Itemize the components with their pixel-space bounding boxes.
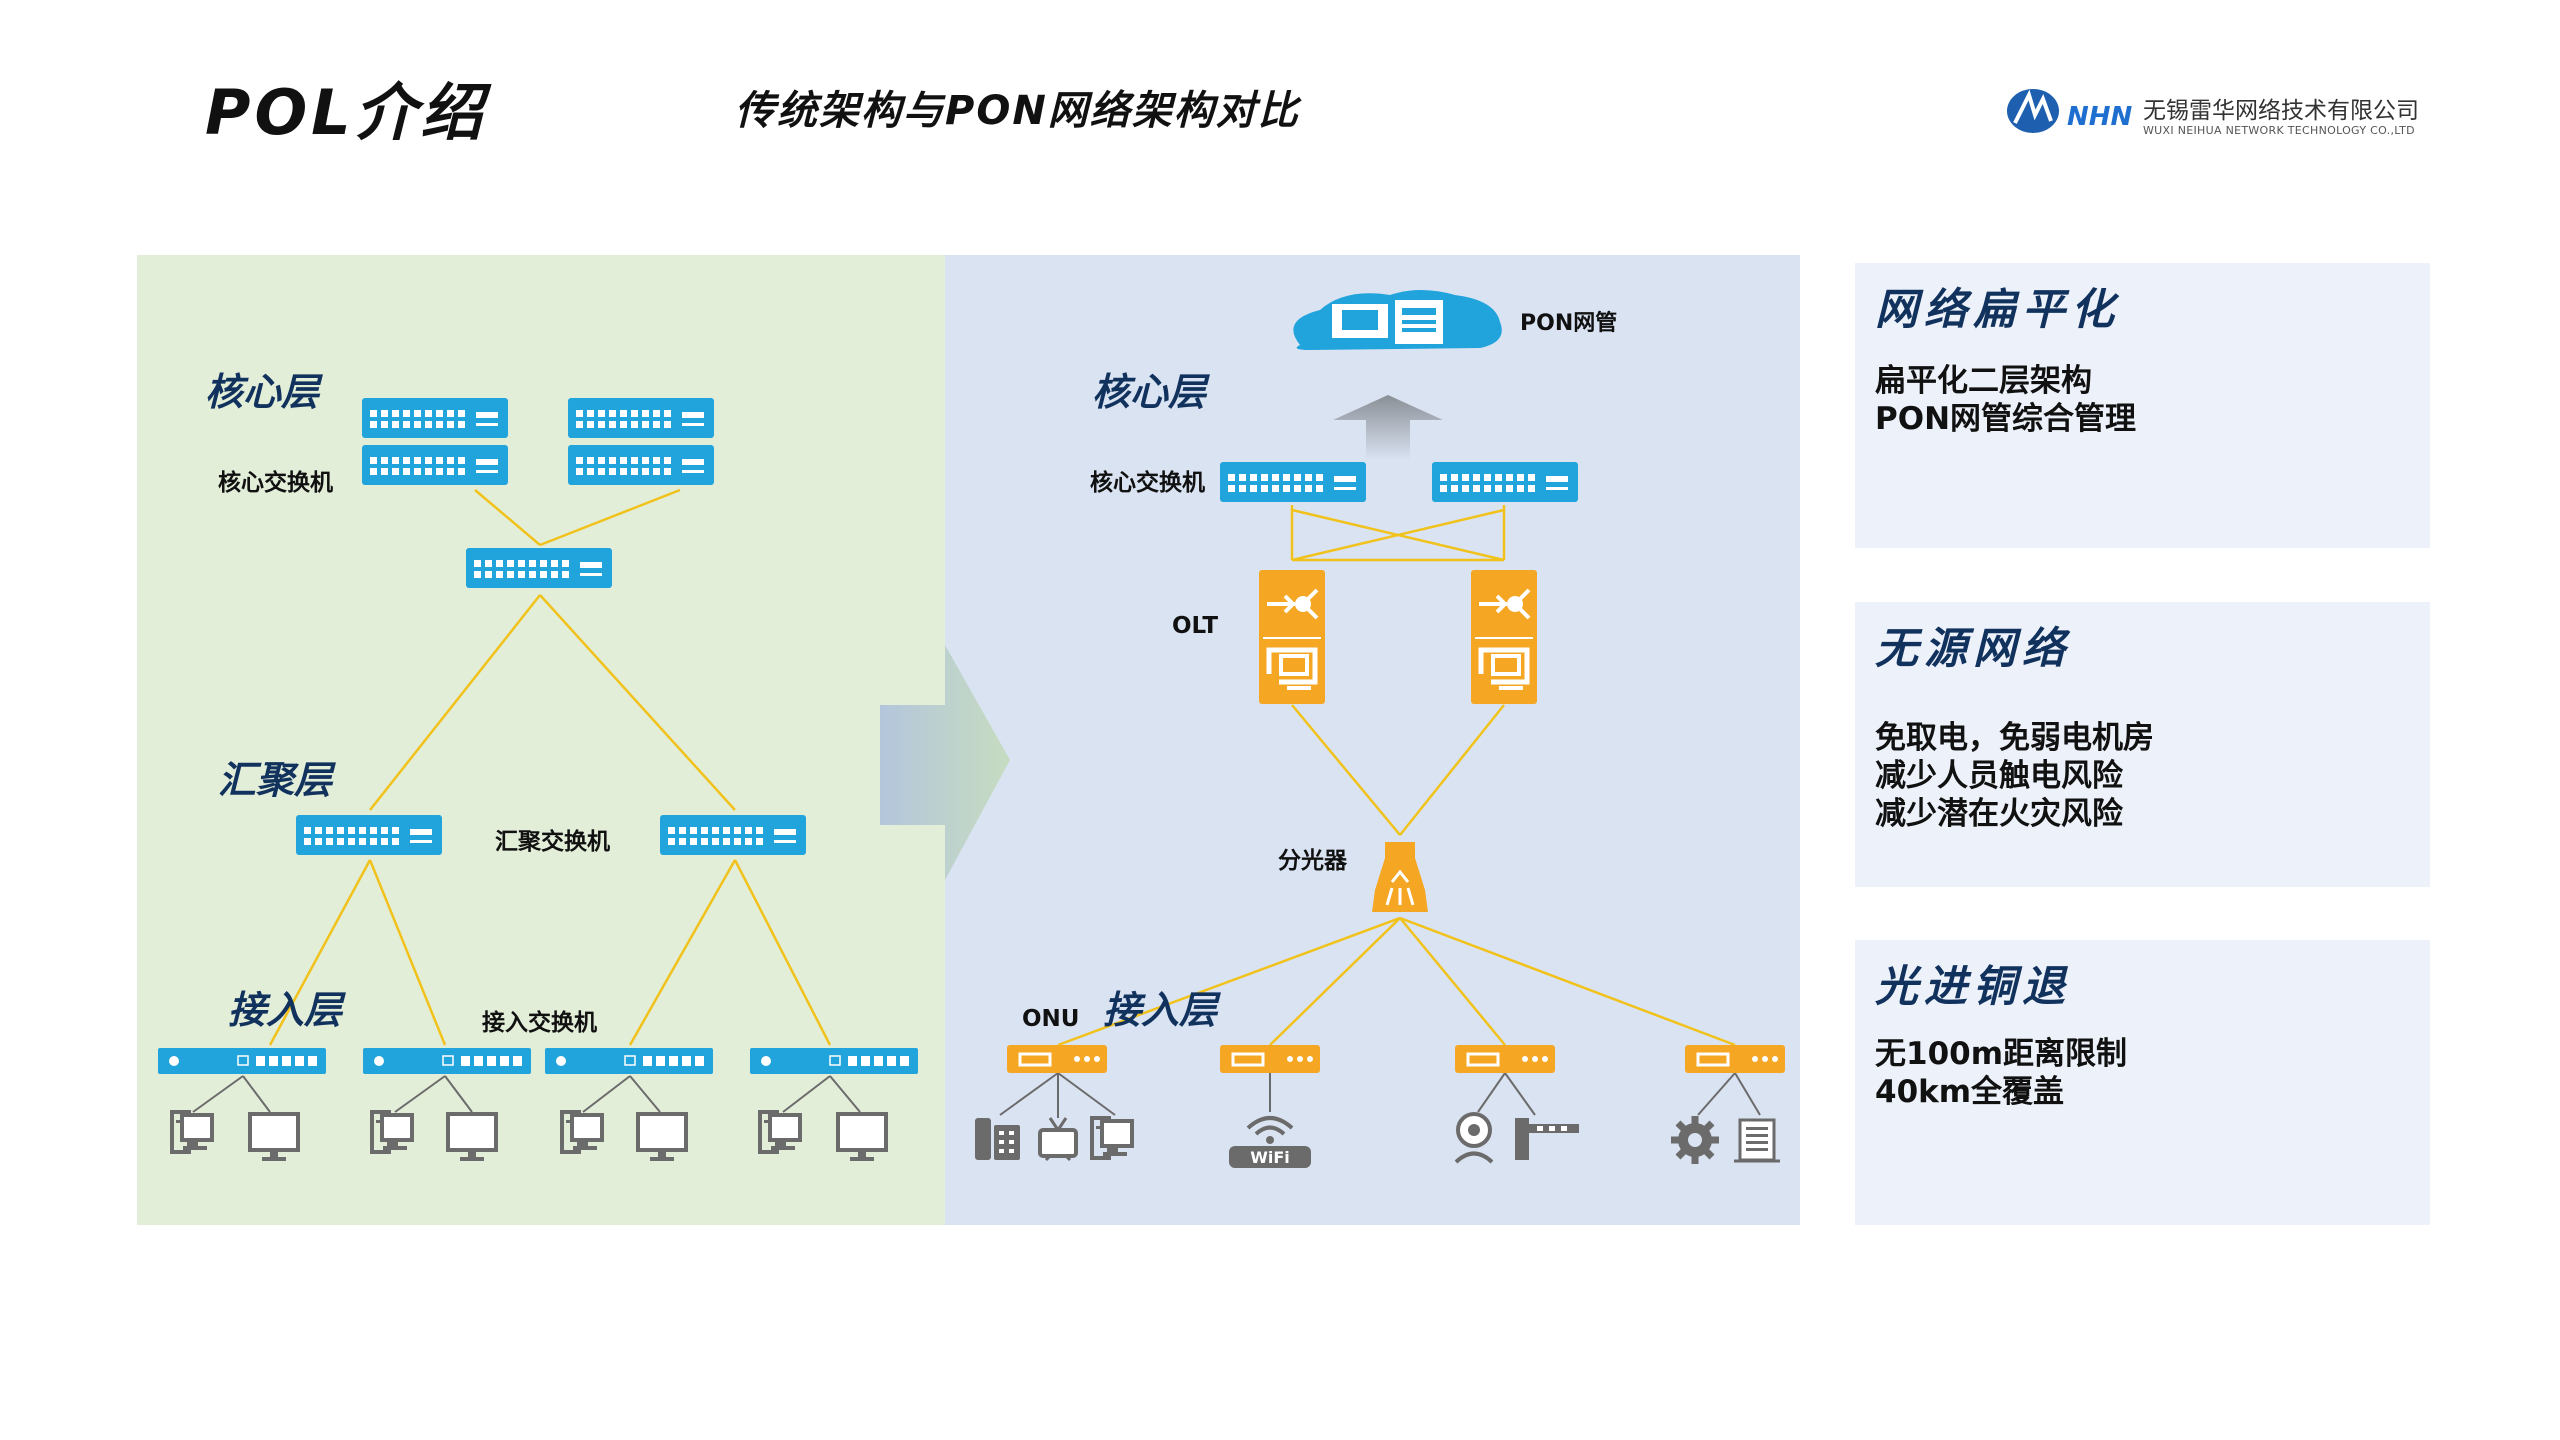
pon-core-layer-label: 核心层	[1092, 370, 1210, 414]
tv-icon	[1038, 1117, 1078, 1162]
access-switch-icon	[362, 1047, 532, 1075]
company-name-cn: 无锡雷华网络技术有限公司	[2143, 98, 2419, 124]
architecture-diagram: 核心层 核心交换机 汇聚层 汇聚交换机 接入层 接入交换机 PON网管	[137, 255, 1800, 1225]
feature-line: 40km全覆盖	[1875, 1074, 2065, 1110]
feature-line: 扁平化二层架构	[1875, 363, 2092, 399]
trad-access-layer-label: 接入层	[228, 988, 346, 1032]
trad-core-switch-label: 核心交换机	[218, 469, 333, 496]
pon-links	[1057, 505, 1736, 1047]
trad-core-layer-label: 核心层	[205, 370, 323, 414]
access-switch-icon	[544, 1047, 714, 1075]
feature-panel-flat-network: 网络扁平化 扁平化二层架构 PON网管综合管理	[1855, 263, 2430, 548]
pon-core-switch-icon	[1220, 462, 1366, 502]
feature-line: 减少潜在火灾风险	[1875, 796, 2123, 832]
building-icon	[1734, 1118, 1780, 1163]
core-switch-icon	[362, 398, 508, 438]
traditional-links	[268, 488, 832, 1046]
page-subtitle: 传统架构与PON网络架构对比	[735, 88, 1300, 134]
onu-device-icon	[1218, 1043, 1322, 1075]
company-name-en: WUXI NEIHUA NETWORK TECHNOLOGY CO.,LTD	[2143, 124, 2415, 137]
olt-label: OLT	[1172, 613, 1218, 639]
access-switch-icon	[749, 1047, 919, 1075]
transition-arrow-icon	[880, 645, 1010, 880]
pon-panel-bg	[945, 255, 1800, 1225]
upward-arrow-icon	[1333, 395, 1443, 460]
company-logo-icon: NHN	[2007, 89, 2133, 133]
feature-title: 无源网络	[1875, 624, 2071, 674]
feature-panel-passive-network: 无源网络 免取电，免弱电机房 减少人员触电风险 减少潜在火灾风险	[1855, 602, 2430, 887]
feature-line: 无100m距离限制	[1875, 1036, 2128, 1072]
access-gate-icon	[1515, 1118, 1579, 1160]
pon-management-label: PON网管	[1520, 310, 1617, 336]
wifi-label: WiFi	[1250, 1148, 1290, 1167]
feature-panel-fiber-replaces-copper: 光进铜退 无100m距离限制 40km全覆盖	[1855, 940, 2430, 1225]
access-switch-icon	[157, 1047, 327, 1075]
core-switch-icon	[568, 445, 714, 485]
feature-line: PON网管综合管理	[1875, 401, 2137, 437]
core-switch-icon	[568, 398, 714, 438]
aggregation-switch-icon	[660, 815, 806, 855]
trad-aggregation-layer-label: 汇聚层	[218, 758, 336, 802]
camera-icon	[1454, 1112, 1494, 1164]
olt-device-icon	[1471, 570, 1537, 704]
pon-core-switch-icon	[1432, 462, 1578, 502]
terminal-links	[192, 1075, 861, 1113]
onu-label: ONU	[1022, 1006, 1079, 1032]
onu-device-icon	[1005, 1043, 1109, 1075]
wifi-router-icon: WiFi	[1229, 1116, 1311, 1168]
phone-icon	[975, 1118, 1020, 1160]
pon-management-cloud-icon	[1293, 290, 1502, 350]
trad-aggregation-switch-label: 汇聚交换机	[495, 828, 610, 855]
feature-line: 免取电，免弱电机房	[1875, 720, 2154, 756]
olt-device-icon	[1259, 570, 1325, 704]
splitter-label: 分光器	[1278, 848, 1348, 874]
page-title: POL介绍	[205, 76, 487, 149]
onu-terminal-links	[999, 1072, 1761, 1118]
aggregation-switch-icon	[296, 815, 442, 855]
pon-access-layer-label: 接入层	[1103, 988, 1221, 1032]
trad-access-switch-label: 接入交换机	[482, 1009, 597, 1036]
feature-title: 网络扁平化	[1875, 285, 2120, 335]
onu-device-icon	[1453, 1043, 1557, 1075]
feature-line: 减少人员触电风险	[1875, 758, 2123, 794]
pon-core-switch-label: 核心交换机	[1090, 469, 1205, 496]
splitter-icon	[1372, 842, 1428, 912]
feature-title: 光进铜退	[1875, 962, 2071, 1012]
core-aggregation-switch-icon	[466, 548, 612, 588]
core-switch-icon	[362, 445, 508, 485]
gear-icon	[1671, 1116, 1719, 1164]
logo-wordmark: NHN	[2067, 102, 2133, 132]
onu-device-icon	[1683, 1043, 1787, 1075]
